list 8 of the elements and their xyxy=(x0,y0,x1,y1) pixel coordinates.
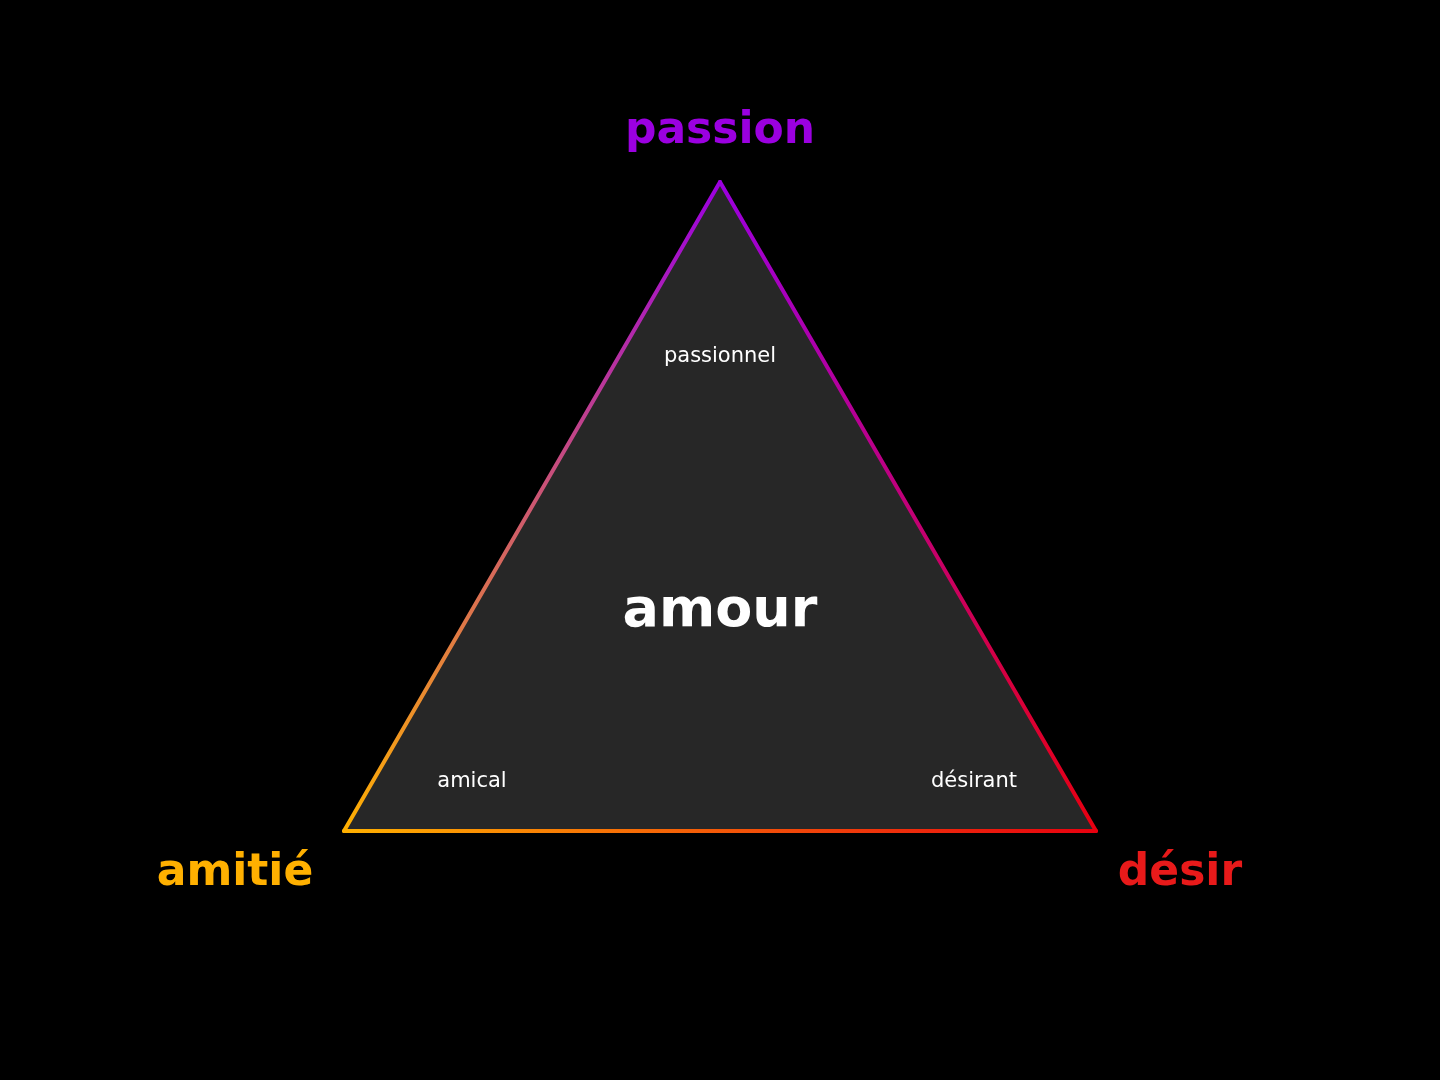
vertex-label: amitié xyxy=(156,845,314,895)
vertex-label: passion xyxy=(624,103,816,153)
center-label: amour xyxy=(622,578,818,638)
corner-label: passionnel xyxy=(663,344,777,368)
vertex-label: désir xyxy=(1117,845,1243,895)
triangle-shape xyxy=(342,180,1098,833)
corner-label: désirant xyxy=(930,769,1018,793)
corner-label: amical xyxy=(437,769,507,793)
